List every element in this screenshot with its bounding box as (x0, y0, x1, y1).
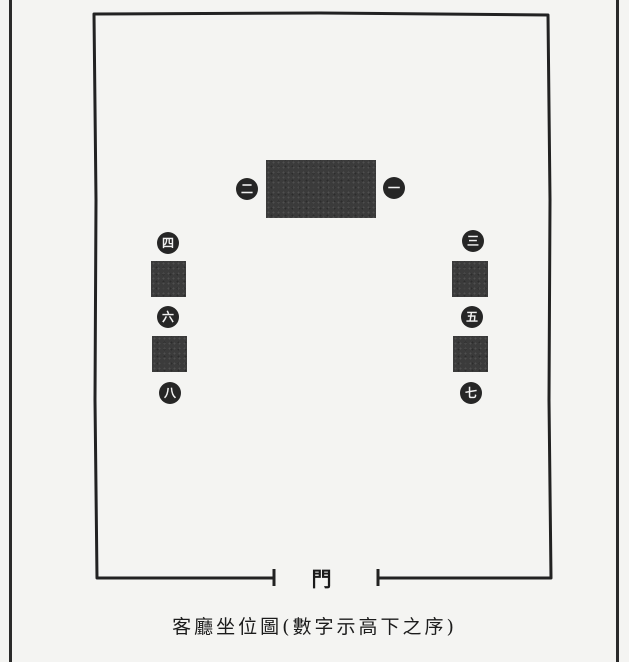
diagram-caption: 客廳坐位圖(數字示高下之序) (172, 616, 457, 638)
door-label: 門 (311, 567, 333, 591)
seat-marker-three: 三 (462, 230, 484, 252)
side-table-left-upper (151, 261, 186, 297)
main-table (266, 160, 376, 218)
side-table-right-upper (452, 261, 488, 297)
side-table-right-lower (453, 336, 488, 372)
seat-marker-four: 四 (157, 232, 179, 254)
room-wall (92, 11, 553, 580)
seat-marker-two: 二 (236, 178, 258, 200)
seat-marker-one: 一 (383, 177, 405, 199)
seat-marker-eight: 八 (159, 382, 181, 404)
side-table-left-lower (152, 336, 187, 372)
page-border-left (9, 0, 12, 662)
page-border-right (616, 0, 619, 662)
seat-marker-five: 五 (461, 306, 483, 328)
seat-marker-seven: 七 (460, 382, 482, 404)
seat-marker-six: 六 (157, 306, 179, 328)
